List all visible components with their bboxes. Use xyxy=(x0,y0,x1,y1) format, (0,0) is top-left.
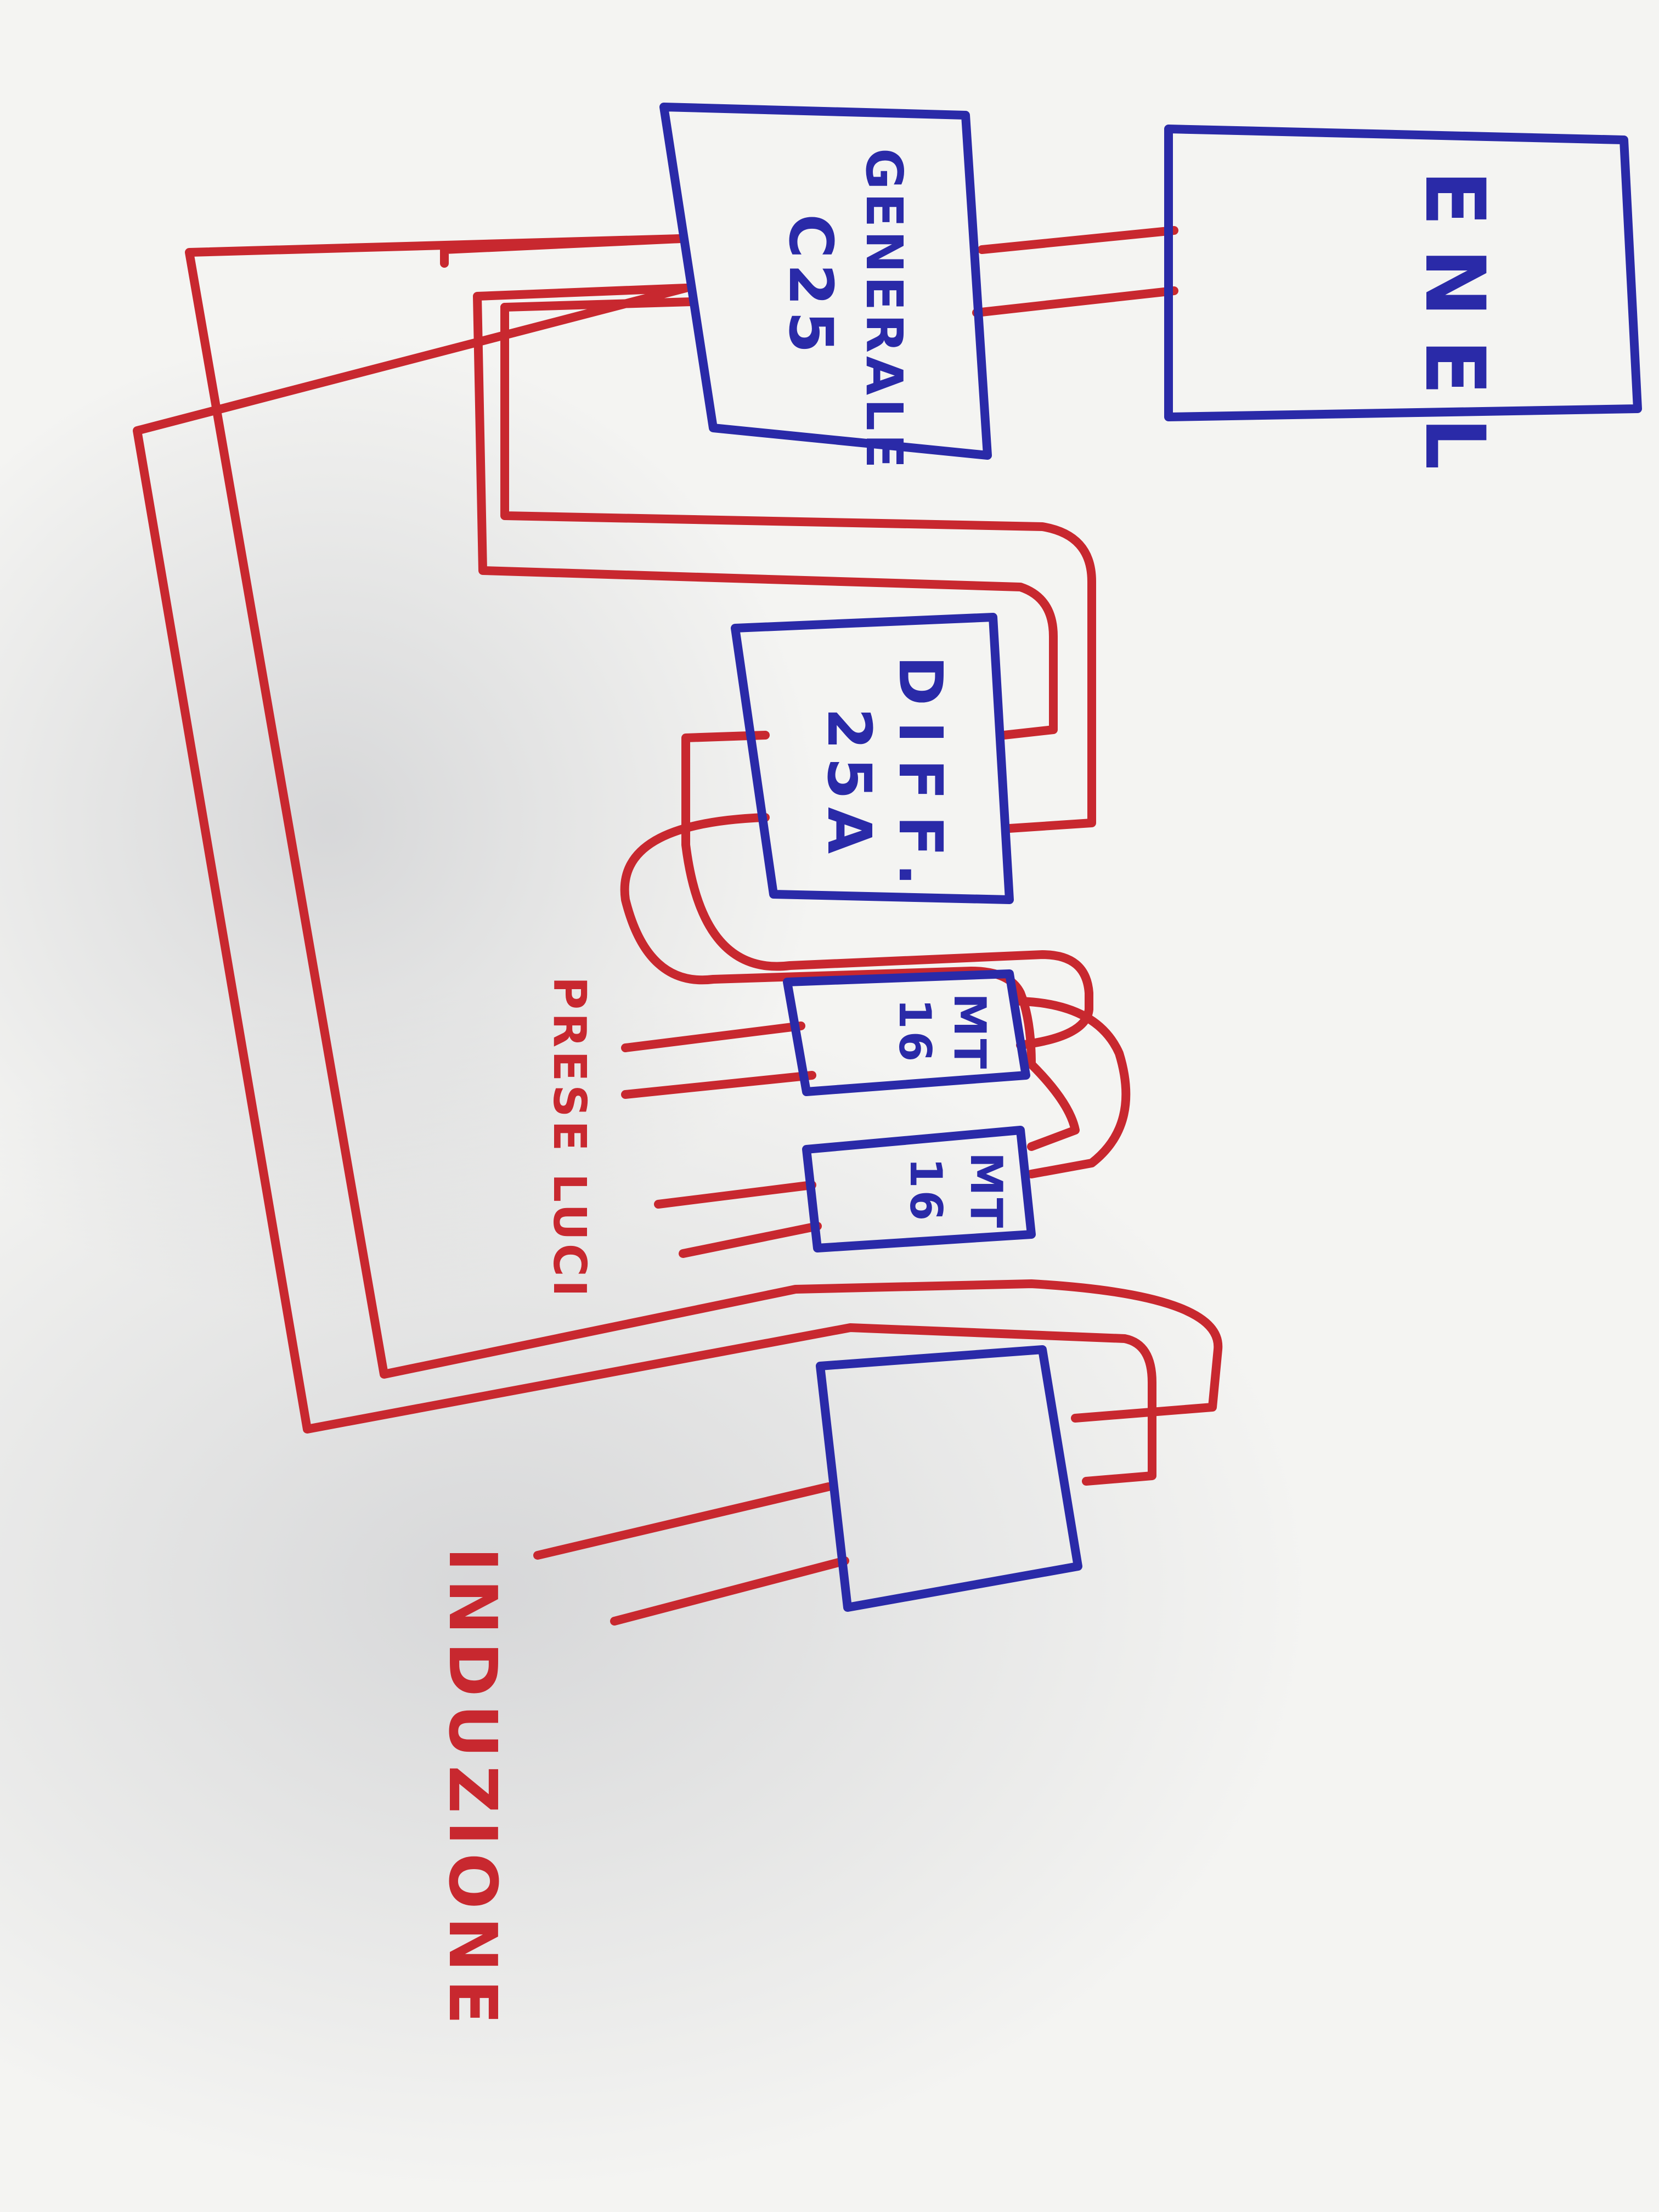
box-labels: ENEL GENERALE C25 DIFF. 25A MT 16 MT 16 xyxy=(776,148,1502,1230)
wire-enel-generale-1 xyxy=(978,226,1178,254)
wire-generale-out-1 xyxy=(500,297,696,312)
wires xyxy=(133,226,1223,1626)
enel-label: ENEL xyxy=(1407,170,1502,492)
wire-mt16a-out-2 xyxy=(621,1071,816,1099)
mt16-b-label-line1: MT xyxy=(961,1152,1012,1230)
generale-label-line1: GENERALE xyxy=(855,148,913,472)
box-mt16-b xyxy=(802,1126,1036,1252)
mt16-a-label-line1: MT xyxy=(944,993,995,1071)
wire-mt-a-b-1 xyxy=(1016,997,1131,1178)
box-generale xyxy=(659,103,992,460)
boxes xyxy=(659,103,1642,1612)
circuit-labels: PRESE LUCI INDUZIONE xyxy=(434,977,595,2032)
box-enel xyxy=(1164,125,1642,421)
mt16-a-label-line2: 16 xyxy=(889,998,940,1064)
wire-generale-diff-2 xyxy=(473,284,1058,740)
wire-generale-mtd-2 xyxy=(185,234,1223,1423)
wire-mtd-out-1 xyxy=(533,1482,833,1560)
wire-mt16b-out-1 xyxy=(654,1181,816,1209)
box-mt16-a xyxy=(783,969,1030,1096)
wire-mt-a-b-2 xyxy=(1027,1060,1080,1151)
wire-generale-diff-1 xyxy=(500,303,1096,833)
wire-mtd-out-2 xyxy=(610,1556,849,1626)
wire-diff-mt-1 xyxy=(681,731,1093,1049)
diff-label-line2: 25A xyxy=(814,708,884,861)
wire-enel-generale-2 xyxy=(972,286,1178,317)
diff-label-line1: DIFF. xyxy=(885,656,956,901)
wire-generale-mtd-1 xyxy=(133,284,1156,1486)
mt16-b-label-line2: 16 xyxy=(900,1158,951,1223)
induzione-label: INDUZIONE xyxy=(434,1547,510,2032)
prese-luci-label: PRESE LUCI xyxy=(543,977,595,1300)
wire-mt16a-out-1 xyxy=(621,1022,805,1052)
wire-mt16b-out-2 xyxy=(679,1222,822,1258)
generale-label-line2: C25 xyxy=(776,214,846,359)
box-diff xyxy=(731,613,1014,904)
box-mtd xyxy=(816,1345,1082,1612)
